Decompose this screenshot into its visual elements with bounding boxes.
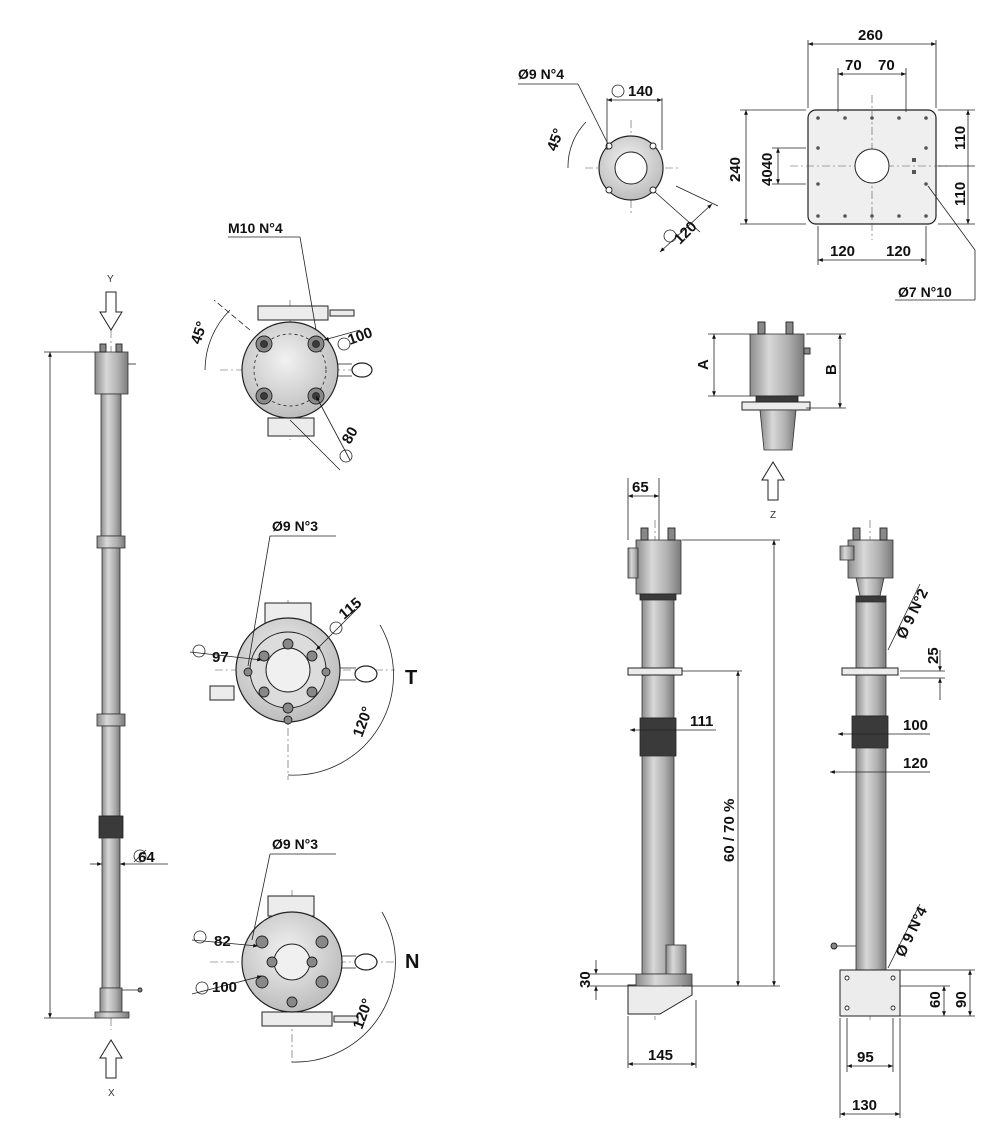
dim-120b: 120 [886, 243, 911, 260]
dim-60-70-pct: 60 / 70 % [721, 799, 738, 862]
dim-100-side: 100 [903, 717, 928, 734]
dim-64: 64 [138, 849, 155, 866]
view-label-n: N [405, 951, 419, 973]
dim-60: 60 [927, 991, 944, 1008]
angle-120-t: 120° [350, 704, 377, 739]
label-o9-n2: Ø 9 N°2 [893, 586, 932, 642]
arrow-x-label: X [108, 1088, 115, 1099]
dim-90: 90 [953, 991, 970, 1008]
dim-100-n: 100 [212, 979, 237, 996]
dim-4040: 4040 [759, 153, 776, 186]
dim-30: 30 [577, 971, 594, 988]
head-view-m10: 45° M10 N°4 100 80 [188, 220, 375, 471]
dim-110b: 110 [952, 182, 969, 206]
dim-115: 115 [336, 594, 365, 623]
arrow-y-label: Y [107, 274, 114, 285]
dim-70a: 70 [845, 57, 862, 74]
mast-side-view-1: 65 60 / 70 % 111 30 145 [577, 478, 780, 1068]
dim-97: 97 [212, 649, 229, 666]
mast-side-view-2: Ø 9 N°2 25 100 120 Ø 9 N°4 60 90 95 130 [830, 520, 975, 1118]
arrow-z-label: Z [770, 510, 776, 521]
dim-80: 80 [339, 424, 362, 447]
dim-label-a: A [695, 359, 712, 370]
head-side-view: A B Z [695, 321, 846, 521]
arrow-y-icon [99, 291, 123, 331]
dim-111: 111 [690, 713, 713, 730]
dim-140: 140 [628, 83, 653, 100]
label-o9-n3-n: Ø9 N°3 [272, 836, 318, 852]
dim-25: 25 [925, 647, 942, 664]
t-view: 120° Ø9 N°3 115 97 T [189, 518, 417, 780]
base-plate-view: 260 70 70 240 4040 110 110 120 120 Ø7 N°… [727, 27, 976, 301]
top-flange-view: 140 Ø9 N°4 45° 120 [518, 66, 719, 253]
dim-110a: 110 [952, 126, 969, 150]
label-o9-n4-side: Ø 9 N°4 [892, 904, 931, 960]
dim-145: 145 [648, 1047, 673, 1064]
dim-95: 95 [857, 1049, 874, 1066]
arrow-x-icon [99, 1039, 123, 1079]
label-m10-n4: M10 N°4 [228, 220, 283, 236]
angle-45-top: 45° [544, 126, 568, 153]
dim-120a: 120 [830, 243, 855, 260]
label-o9-n3-t: Ø9 N°3 [272, 518, 318, 534]
dim-130: 130 [852, 1097, 877, 1114]
dim-label-b: B [823, 364, 840, 375]
mast-left-view: 64 Y X [44, 274, 168, 1099]
dim-70b: 70 [878, 57, 895, 74]
dim-82: 82 [214, 933, 231, 950]
angle-45-m10: 45° [188, 319, 211, 346]
n-view: 120° Ø9 N°3 82 100 N [191, 836, 419, 1065]
label-o9-n4-top: Ø9 N°4 [518, 66, 564, 82]
dim-65: 65 [632, 479, 649, 496]
dim-240: 240 [727, 157, 744, 182]
view-label-t: T [405, 667, 417, 689]
dim-120-side: 120 [903, 755, 928, 772]
arrow-z-icon [761, 461, 785, 501]
dim-260: 260 [858, 27, 883, 44]
label-o7-n10: Ø7 N°10 [898, 284, 952, 300]
